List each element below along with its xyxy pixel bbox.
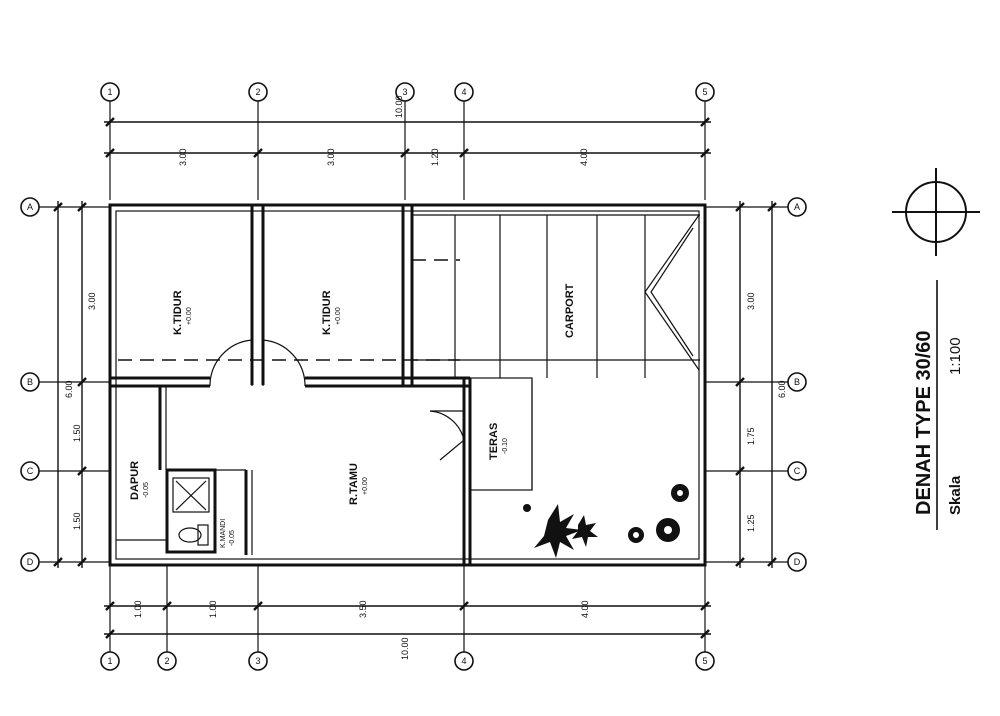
dim-left-seg-1: 3.00 [87, 292, 97, 310]
svg-text:+0.00: +0.00 [186, 307, 193, 325]
svg-text:A: A [27, 202, 33, 212]
room-label-rtamu: R.TAMU +0.00 [348, 463, 369, 505]
svg-text:1: 1 [107, 87, 112, 97]
svg-text:B: B [794, 377, 800, 387]
svg-text:2: 2 [255, 87, 260, 97]
title-block: DENAH TYPE 30/60 Skala 1:100 [892, 168, 980, 530]
room-label-ktidur-2: K.TIDUR +0.00 [321, 290, 342, 335]
right-dimensions: A B C D 3.00 1.75 1.25 6.00 [705, 197, 807, 572]
dim-top-seg-3: 1.20 [430, 148, 440, 166]
svg-text:4: 4 [461, 656, 466, 666]
scale-value: 1:100 [947, 337, 964, 375]
svg-text:5: 5 [702, 87, 707, 97]
svg-text:5: 5 [702, 656, 707, 666]
dim-top-seg-4: 4.00 [579, 148, 589, 166]
drawing-title: DENAH TYPE 30/60 [913, 330, 935, 515]
svg-text:DAPUR: DAPUR [129, 461, 141, 500]
grid-bubble-bottom-3: 3 [248, 651, 268, 671]
dim-right-total: 6.00 [777, 380, 787, 398]
grid-bubble-right-b: B [787, 372, 807, 392]
svg-text:+0.00: +0.00 [362, 477, 369, 495]
room-label-ktidur-1: K.TIDUR +0.00 [172, 290, 193, 335]
scale-label: Skala [947, 475, 964, 515]
dim-bottom-seg-1: 1.00 [133, 600, 143, 618]
svg-text:A: A [794, 202, 800, 212]
dim-top-seg-2: 3.00 [326, 148, 336, 166]
grid-bubble-left-b: B [20, 372, 40, 392]
dim-right-seg-2: 1.75 [746, 427, 756, 445]
dim-bottom-seg-3: 3.50 [358, 600, 368, 618]
garden-plants [523, 380, 689, 558]
svg-text:+0.00: +0.00 [335, 307, 342, 325]
dim-right-seg-3: 1.25 [746, 514, 756, 532]
svg-text:K.TIDUR: K.TIDUR [321, 290, 333, 335]
dim-right-seg-1: 3.00 [746, 292, 756, 310]
left-dimensions: A B C D 6.00 3.00 1.50 1.50 [20, 197, 110, 572]
room-label-dapur: DAPUR -0.05 [129, 461, 150, 500]
grid-bubble-bottom-4: 4 [454, 651, 474, 671]
svg-text:-0.10: -0.10 [502, 438, 509, 454]
room-labels: K.TIDUR +0.00 K.TIDUR +0.00 CARPORT TERA… [129, 283, 576, 548]
dim-top-total: 10.00 [394, 95, 404, 118]
svg-text:C: C [794, 466, 801, 476]
north-symbol-icon [892, 168, 980, 256]
dim-left-seg-3: 1.50 [72, 512, 82, 530]
svg-text:-0.05: -0.05 [229, 530, 236, 546]
svg-text:D: D [794, 557, 801, 567]
room-label-teras: TERAS -0.10 [488, 423, 509, 460]
grid-bubble-top-2: 2 [248, 82, 268, 102]
svg-text:R.TAMU: R.TAMU [348, 463, 360, 505]
grid-bubble-right-c: C [787, 461, 807, 481]
svg-text:D: D [27, 557, 34, 567]
svg-text:B: B [27, 377, 33, 387]
svg-text:4: 4 [461, 87, 466, 97]
dim-bottom-seg-4: 4.00 [580, 600, 590, 618]
grid-bubble-top-5: 5 [695, 82, 715, 102]
svg-text:CARPORT: CARPORT [564, 283, 576, 338]
grid-bubble-bottom-5: 5 [695, 651, 715, 671]
svg-text:TERAS: TERAS [488, 423, 500, 460]
grid-bubble-top-1: 1 [100, 82, 120, 102]
svg-text:2: 2 [164, 656, 169, 666]
svg-text:-0.05: -0.05 [143, 482, 150, 498]
grid-bubble-bottom-1: 1 [100, 651, 120, 671]
svg-text:C: C [27, 466, 34, 476]
grid-bubble-top-4: 4 [454, 82, 474, 102]
grid-bubble-bottom-2: 2 [157, 651, 177, 671]
svg-text:K.MANDI: K.MANDI [220, 519, 227, 548]
top-dimensions: 1 2 3 4 5 10.00 [100, 82, 715, 200]
grid-bubble-right-d: D [787, 552, 807, 572]
dim-left-seg-2: 1.50 [72, 424, 82, 442]
svg-text:1: 1 [107, 656, 112, 666]
svg-text:3: 3 [402, 87, 407, 97]
grid-bubble-left-c: C [20, 461, 40, 481]
dim-bottom-seg-2: 1.00 [208, 600, 218, 618]
room-label-carport: CARPORT [564, 283, 576, 338]
dim-top-seg-1: 3.00 [178, 148, 188, 166]
dim-bottom-total: 10.00 [400, 637, 410, 660]
grid-bubble-left-a: A [20, 197, 40, 217]
room-label-kmandi: K.MANDI -0.05 [220, 519, 236, 548]
grid-bubble-right-a: A [787, 197, 807, 217]
dim-left-total: 6.00 [64, 380, 74, 398]
bottom-dimensions: 1.00 1.00 3.50 4.00 10.00 1 2 3 4 5 [100, 565, 715, 671]
grid-bubble-left-d: D [20, 552, 40, 572]
svg-text:K.TIDUR: K.TIDUR [172, 290, 184, 335]
svg-text:3: 3 [255, 656, 260, 666]
floor-plan-walls [108, 203, 707, 567]
